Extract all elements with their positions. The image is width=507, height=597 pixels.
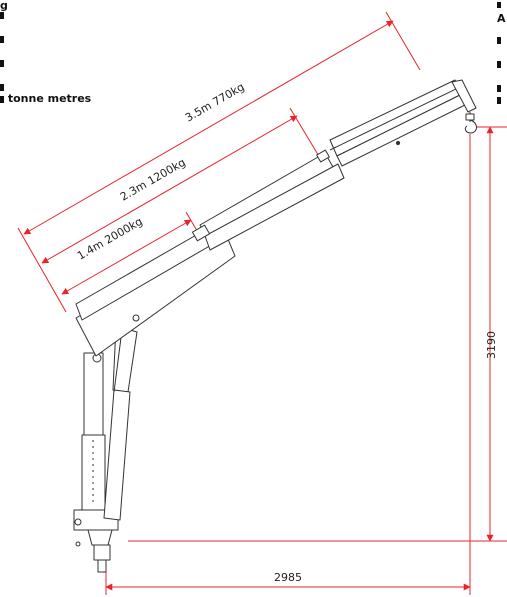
boom-lug-pin (132, 314, 140, 322)
spec-left-marker-6 (0, 95, 4, 103)
hook-icon (464, 119, 477, 134)
spec-left-line-1: g (0, 0, 8, 12)
label-reach-1-4m: 1.4m 2000kg (75, 215, 145, 263)
reach-1-4m-line (61, 219, 192, 295)
witness-boom-root (17, 227, 67, 313)
reach-labels: 3.5m 770kg 2.3m 1200kg 1.4m 2000kg 3190 … (75, 80, 498, 584)
spec-left-marker-4 (0, 60, 4, 67)
boom-extension-1-lower (204, 163, 345, 251)
spec-right-marker-6 (497, 97, 501, 104)
spec-right-marker-5 (497, 85, 501, 92)
label-reach-3-5m: 3.5m 770kg (183, 80, 247, 124)
base-bolt-lower (75, 541, 81, 547)
boom-tip-head (451, 79, 477, 113)
mast-upper (83, 352, 104, 436)
base-bolt-left (74, 518, 82, 526)
spec-left-marker-3 (0, 36, 4, 43)
witness-tip (385, 11, 421, 71)
extension-1-clamp (316, 149, 330, 163)
base-pivot (87, 529, 113, 546)
spec-left-marker-5 (0, 84, 4, 91)
lift-cylinder-body (103, 389, 131, 521)
spec-left-marker-2 (0, 12, 4, 19)
witness-2-3m (289, 107, 321, 159)
reach-3-5m-line (23, 20, 394, 235)
extension-root-clamp (191, 224, 211, 242)
label-height-dimension: 3190 (485, 331, 498, 359)
base-tip (97, 559, 107, 573)
boom-extension-1 (199, 152, 334, 240)
spec-right-marker-4 (497, 61, 501, 68)
base-stem (93, 544, 111, 561)
spec-right-marker-3 (497, 37, 501, 44)
label-horizontal-dimension: 2985 (274, 571, 302, 584)
spec-right-marker-1 (497, 2, 501, 8)
label-reach-2-3m: 2.3m 1200kg (118, 156, 188, 204)
spec-right-line-2: A (497, 12, 506, 25)
hook-block (465, 113, 475, 121)
reach-2-3m-line (41, 115, 298, 264)
crane-outline (73, 79, 477, 573)
